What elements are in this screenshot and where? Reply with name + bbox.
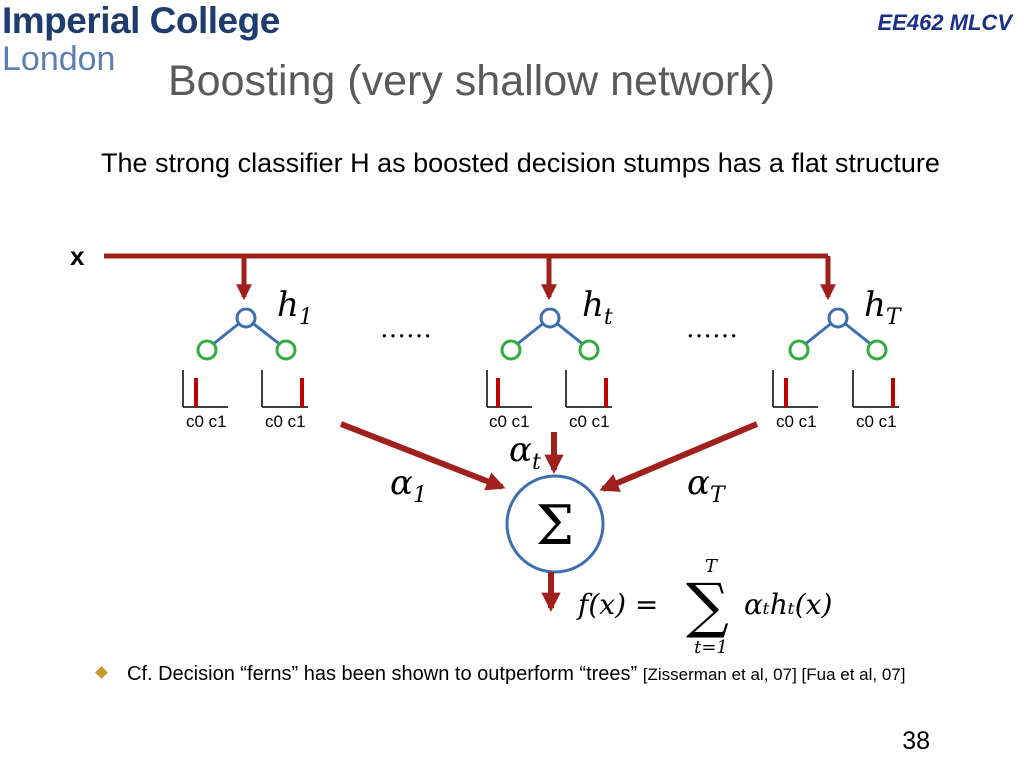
leaf-node <box>788 339 810 361</box>
course-code: EE462 MLCV <box>877 10 1013 35</box>
logo-line-2: London <box>2 40 116 78</box>
bullet-main-text: Cf. Decision “ferns” has been shown to o… <box>127 663 638 685</box>
sum-symbol: Σ <box>536 494 574 557</box>
logo-line-1: Imperial College <box>2 0 280 41</box>
histogram <box>182 370 228 408</box>
institution-logo: Imperial College London <box>2 2 280 76</box>
stump-hT: hT c0 c1 c0 c1 <box>772 285 903 431</box>
stump-h1: h1 c0 c1 c0 c1 <box>182 285 313 431</box>
output-formula: f(x) = ∑ T t=1 αₜhₜ(x) <box>576 556 832 658</box>
root-node <box>539 307 561 329</box>
histogram <box>772 370 818 408</box>
sum-node <box>505 474 605 574</box>
formula-lhs: f(x) = <box>576 588 658 621</box>
bin-labels: c0 c1 <box>569 412 610 431</box>
histogram <box>486 370 532 408</box>
histogram <box>261 370 308 408</box>
bin-labels: c0 c1 <box>856 412 897 431</box>
weight-arrow-T <box>599 421 759 492</box>
weight-arrow-1 <box>339 421 506 491</box>
slide-title: Boosting (very shallow network) <box>168 57 776 105</box>
ellipsis-right: …… <box>686 314 738 344</box>
root-node <box>827 307 849 329</box>
root-node <box>235 307 257 329</box>
ellipsis-left: …… <box>380 314 432 344</box>
bullet-references: [Zisserman et al, 07] [Fua et al, 07] <box>642 665 906 684</box>
formula-rhs: αₜhₜ(x) <box>744 588 832 621</box>
bullet-point: Cf. Decision “ferns” has been shown to o… <box>95 660 983 689</box>
stump-label: h1 <box>277 285 313 330</box>
bullet-text: Cf. Decision “ferns” has been shown to o… <box>127 660 983 689</box>
slide-subtitle: The strong classifier H as boosted decis… <box>101 148 940 178</box>
leaf-node <box>500 339 522 361</box>
stump-ht: ht c0 c1 c0 c1 <box>486 285 613 431</box>
page-number: 38 <box>902 727 930 755</box>
bin-labels: c0 c1 <box>776 412 817 431</box>
bin-labels: c0 c1 <box>265 412 306 431</box>
weight-label-alpha-t: αt <box>509 430 541 475</box>
input-x-label: x <box>70 241 85 271</box>
histogram <box>852 370 899 408</box>
formula-lower-limit: t=1 <box>694 637 728 658</box>
histogram <box>565 370 612 408</box>
leaf-node <box>866 339 888 361</box>
weight-label-alpha-1: α1 <box>390 463 427 508</box>
leaf-node <box>275 339 297 361</box>
leaf-node <box>578 339 600 361</box>
stump-label: ht <box>582 285 613 330</box>
weight-label-alpha-T: αT <box>687 463 727 508</box>
formula-upper-limit: T <box>705 556 719 577</box>
stump-label: hT <box>864 285 903 330</box>
bin-labels: c0 c1 <box>186 412 227 431</box>
leaf-node <box>196 339 218 361</box>
formula-sum-sign: ∑ <box>686 571 729 641</box>
bin-labels: c0 c1 <box>489 412 530 431</box>
